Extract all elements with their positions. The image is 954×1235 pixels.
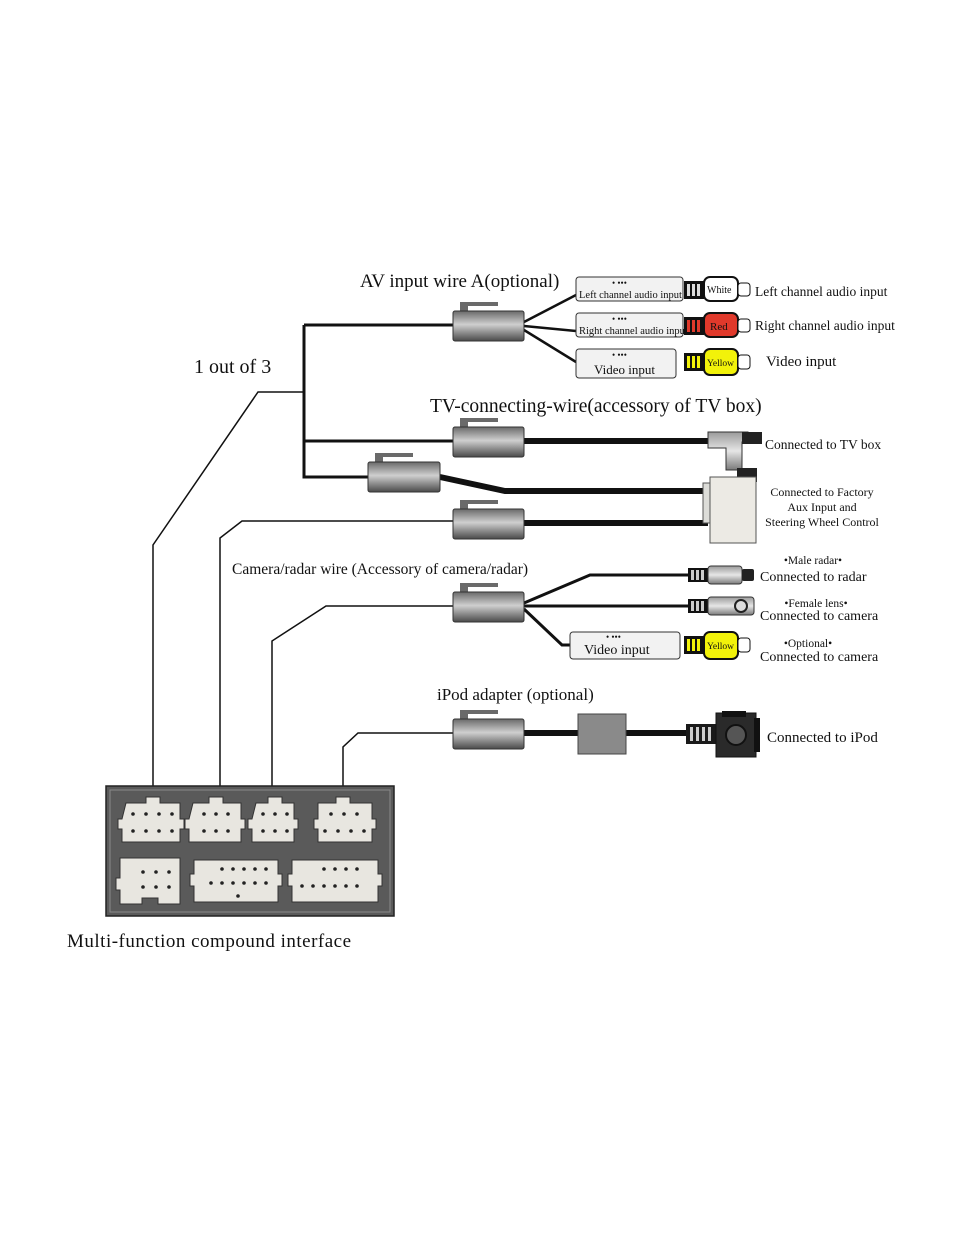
svg-text:• •••: • ••• <box>612 350 627 360</box>
av-desc-right: Right channel audio input <box>755 318 895 333</box>
rca-plug-red: Red <box>684 312 751 338</box>
trunk-wire <box>302 325 370 479</box>
socket4-wire <box>342 732 455 790</box>
connectors <box>367 302 627 755</box>
camera-connector <box>452 583 525 623</box>
camera-video-box <box>569 631 681 660</box>
rca-plug-yellow: Yellow <box>684 348 751 376</box>
factory-connector-top <box>367 453 441 493</box>
factory-desc-3: Steering Wheel Control <box>765 515 879 529</box>
tv-title: TV-connecting-wire(accessory of TV box) <box>430 396 762 417</box>
socket2-wire <box>219 520 455 790</box>
plug-white-label: White <box>707 285 732 296</box>
av-input-group: • ••• Left channel audio input • ••• Rig… <box>575 276 895 379</box>
bottom-title: Multi-function compound interface <box>67 931 352 952</box>
av-wire-left <box>523 293 577 324</box>
socket-7 <box>287 859 383 903</box>
lens-plug <box>688 596 755 616</box>
optional-desc: Connected to camera <box>760 650 879 665</box>
factory-plug: Connected to Factory Aux Input and Steer… <box>702 476 880 544</box>
socket-6 <box>189 859 283 903</box>
camera-plug-yellow-label: Yellow <box>707 642 734 652</box>
av-box-right-label: Right channel audio input <box>579 326 688 337</box>
socket-3 <box>247 796 299 843</box>
ipod-title: iPod adapter (optional) <box>437 685 594 704</box>
rca-plug-white: White <box>684 276 751 302</box>
camera-rca-plug-yellow: Yellow <box>684 631 751 660</box>
interface-panel <box>105 785 395 917</box>
lens-desc: Connected to camera <box>760 609 879 624</box>
av-box-left-label: Left channel audio input <box>579 290 682 301</box>
ipod-desc: Connected to iPod <box>767 730 878 746</box>
factory-desc-1: Connected to Factory <box>770 485 873 499</box>
plug-yellow-label: Yellow <box>707 359 734 369</box>
av-title: AV input wire A(optional) <box>360 271 559 292</box>
av-wire-right <box>523 324 577 333</box>
av-box-left <box>575 276 684 302</box>
ipod-plug: Connected to iPod <box>686 711 878 758</box>
tv-plug: Connected to TV box <box>707 431 881 482</box>
camera-video-box-label: Video input <box>584 643 650 658</box>
av-connector <box>452 302 525 342</box>
radar-plug <box>688 565 754 585</box>
factory-cable-top <box>439 474 708 494</box>
lens-tag: •Female lens• <box>784 598 847 610</box>
wires <box>152 293 710 790</box>
radar-desc: Connected to radar <box>760 570 867 585</box>
svg-text:• •••: • ••• <box>606 632 621 642</box>
camera-wire-radar <box>523 573 690 605</box>
socket1-wire <box>152 391 304 790</box>
av-box-video-label: Video input <box>594 362 655 377</box>
camera-plugs: • ••• Video input Yellow •Male radar• Co… <box>569 555 879 665</box>
plug-red-label: Red <box>710 321 728 333</box>
tv-connector <box>452 418 525 458</box>
svg-text:• •••: • ••• <box>612 278 627 288</box>
radar-tag: •Male radar• <box>784 555 842 567</box>
socket-2 <box>184 796 246 843</box>
camera-title: Camera/radar wire (Accessory of camera/r… <box>232 561 528 578</box>
svg-text:• •••: • ••• <box>612 314 627 324</box>
av-wire-video <box>523 328 577 364</box>
socket-1 <box>117 796 185 843</box>
socket-5 <box>115 857 181 905</box>
factory-connector-bottom <box>452 500 525 540</box>
av-box-video <box>575 348 677 379</box>
tv-desc: Connected to TV box <box>765 437 881 452</box>
av-desc-video: Video input <box>766 354 837 370</box>
factory-desc-2: Aux Input and <box>787 500 856 514</box>
one-of-three-label: 1 out of 3 <box>194 356 271 378</box>
camera-wire-video <box>522 607 570 647</box>
optional-tag: •Optional• <box>784 638 832 650</box>
av-box-right <box>575 312 684 338</box>
socket3-wire <box>271 605 455 790</box>
ipod-connector <box>452 710 525 750</box>
av-desc-left: Left channel audio input <box>755 284 888 299</box>
ipod-adapter-box <box>577 713 627 755</box>
socket-4 <box>313 796 377 843</box>
